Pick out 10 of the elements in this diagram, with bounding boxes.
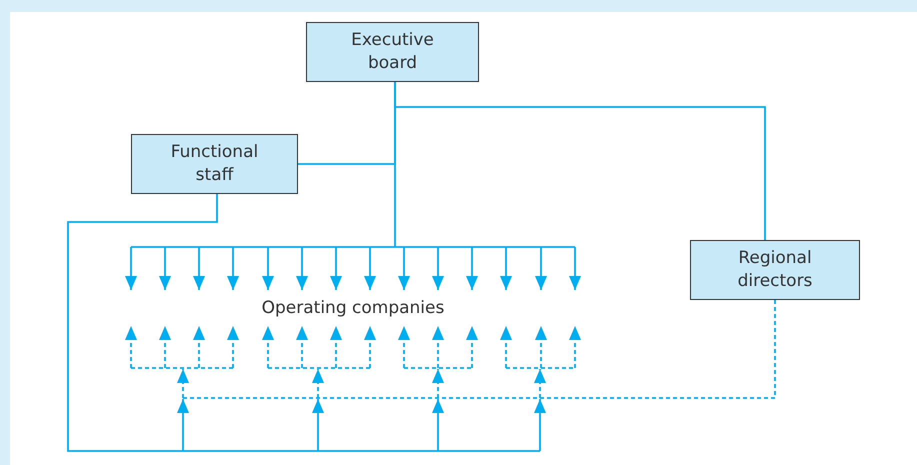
node-label: Executive board: [350, 29, 435, 75]
arrow: [125, 81, 581, 291]
node-label: Regional directors: [736, 247, 814, 293]
org-box: [306, 22, 479, 82]
arrow: [67, 193, 546, 452]
org-box: [131, 134, 298, 194]
org-box: [690, 240, 860, 300]
node-label: Operating companies: [262, 296, 444, 320]
node-label: Functional staff: [170, 141, 260, 187]
arrow: [125, 299, 776, 399]
